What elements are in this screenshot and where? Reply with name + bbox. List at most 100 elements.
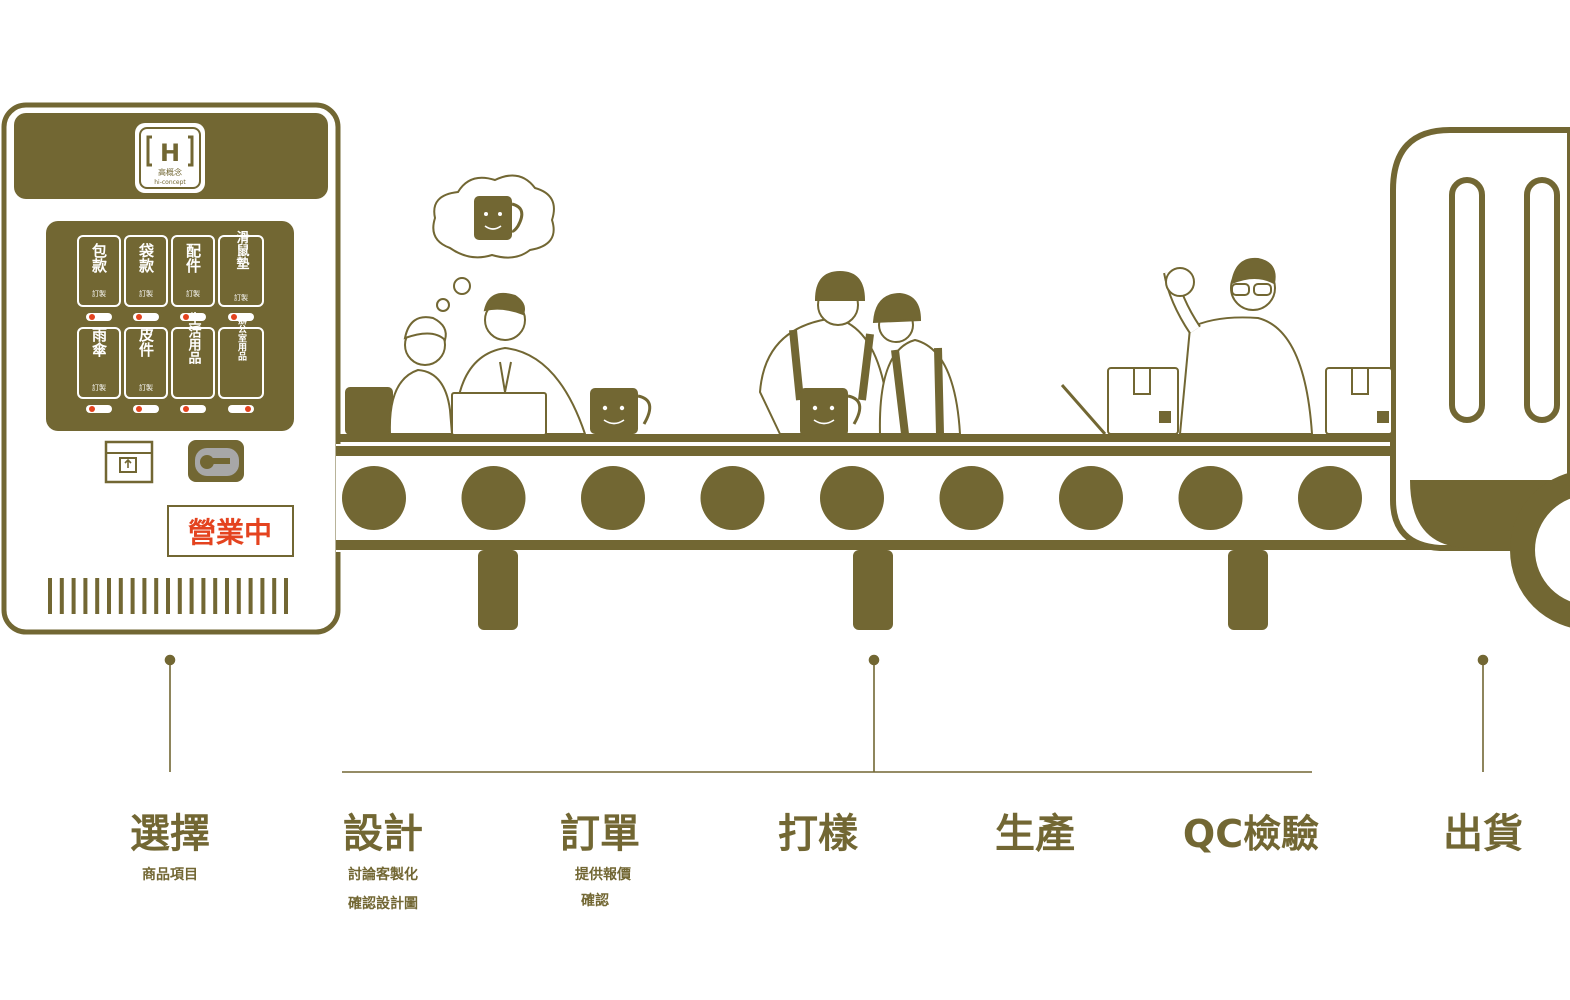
- conveyor-leg: [853, 550, 893, 630]
- button-label: 滑鼠墊: [234, 230, 250, 271]
- conveyor-roller: [581, 466, 645, 530]
- step-sampling: 打樣: [778, 811, 859, 857]
- logo-name: 高概念: [158, 167, 182, 177]
- product-button-totes[interactable]: 袋款 訂製: [124, 235, 168, 321]
- button-label: 袋款: [137, 242, 155, 274]
- product-button-row-top: 包款 訂製 袋款 訂製 配件 訂製 滑鼠墊: [77, 230, 264, 321]
- step-sub: 提供報價: [575, 866, 632, 883]
- conveyor-rollers: [342, 466, 1362, 530]
- product-button-mousepad[interactable]: 滑鼠墊 訂製: [218, 230, 264, 321]
- step-sub: 討論客製化: [348, 866, 418, 883]
- mug-icon: [590, 388, 652, 434]
- status-sign: 營業中: [167, 505, 294, 557]
- step-shipping: 出貨: [1443, 811, 1523, 857]
- product-button-office[interactable]: 辦公室用品: [218, 314, 264, 413]
- workers-illustration: [758, 270, 962, 436]
- vent-slat: [130, 578, 135, 614]
- vent-slat: [272, 578, 277, 614]
- vent-slat: [166, 578, 170, 614]
- step-title: QC檢驗: [1183, 812, 1319, 856]
- product-button-row-bottom: 雨傘 訂製 皮件 訂製 生活用品 辦公室用品: [77, 311, 264, 413]
- mug-icon: [800, 388, 862, 436]
- vent-slat: [284, 578, 288, 614]
- product-button-umbrella[interactable]: 雨傘 訂製: [77, 327, 121, 413]
- step-order: 訂單 提供報價 確認: [560, 811, 640, 909]
- conveyor-roller: [820, 466, 884, 530]
- mug-icon: [474, 196, 524, 240]
- button-sub: 訂製: [234, 293, 248, 302]
- product-button-accessories[interactable]: 配件 訂製: [171, 235, 215, 321]
- step-design: 設計 討論客製化 確認設計圖: [343, 811, 423, 912]
- vent-slat: [71, 578, 76, 614]
- step-title: 打樣: [778, 811, 859, 857]
- button-label: 包款: [90, 242, 108, 274]
- vent-slat: [48, 578, 52, 614]
- step-title: 設計: [343, 811, 423, 857]
- button-sub: 訂製: [186, 289, 200, 298]
- step-title: 出貨: [1443, 811, 1523, 857]
- vent-slat: [59, 578, 64, 614]
- step-sub: 確認設計圖: [348, 895, 418, 912]
- callout-lines: [164, 654, 1489, 773]
- button-sub: 訂製: [92, 289, 106, 298]
- vent-slat: [107, 578, 111, 614]
- step-title: 生產: [995, 811, 1075, 857]
- button-sub: 訂製: [139, 383, 153, 392]
- truck-icon: [1390, 127, 1570, 628]
- mug-icon: [345, 387, 393, 435]
- product-button-bags[interactable]: 包款 訂製: [77, 235, 121, 321]
- button-sub: 訂製: [139, 289, 153, 298]
- button-label: 生活用品: [186, 311, 203, 365]
- vent-slat: [189, 578, 194, 614]
- step-sub: 確認: [581, 892, 609, 909]
- thought-cloud-icon: [432, 174, 555, 312]
- status-sign-text: 營業中: [188, 516, 272, 549]
- logo-letter: H: [160, 139, 180, 167]
- vent-slat: [260, 578, 265, 614]
- process-steps: 選擇 商品項目 設計 討論客製化 確認設計圖 訂單 提供報價 確認 打樣 生產 …: [130, 811, 1523, 912]
- coin-slot-icon[interactable]: [188, 440, 244, 482]
- vent-slat: [95, 578, 100, 614]
- designers-illustration: [345, 292, 652, 436]
- button-label: 配件: [184, 243, 202, 274]
- vent-slat: [142, 578, 147, 614]
- conveyor-roller: [1298, 466, 1362, 530]
- vent-grille: [48, 578, 288, 614]
- box-icon: [1325, 367, 1393, 435]
- conveyor-leg: [1228, 550, 1268, 630]
- conveyor-roller: [461, 466, 526, 530]
- conveyor-roller: [342, 466, 406, 530]
- step-title: 訂單: [560, 811, 640, 857]
- button-label: 皮件: [137, 326, 155, 358]
- step-title: 選擇: [130, 811, 210, 857]
- vent-slat: [201, 578, 206, 614]
- box-slot-icon[interactable]: [104, 440, 154, 484]
- step-qc: QC檢驗: [1183, 812, 1319, 856]
- vent-slat: [236, 578, 241, 614]
- vent-slat: [118, 578, 123, 614]
- vent-slat: [177, 578, 182, 614]
- conveyor-leg: [478, 550, 518, 630]
- conveyor-roller: [700, 466, 765, 530]
- box-icon: [1107, 367, 1179, 435]
- step-production: 生產: [995, 811, 1075, 857]
- button-label: 辦公室用品: [236, 314, 248, 361]
- vending-machine: H 高概念 hi-concept 包款 訂製 袋款 訂製: [1, 102, 341, 635]
- button-sub: 訂製: [92, 383, 106, 392]
- qc-illustration: [1060, 257, 1393, 435]
- product-button-living[interactable]: 生活用品: [171, 311, 215, 413]
- vent-slat: [248, 578, 253, 614]
- button-label: 雨傘: [90, 327, 108, 358]
- step-select: 選擇 商品項目: [130, 811, 210, 883]
- vent-slat: [225, 578, 229, 614]
- vent-slat: [213, 578, 218, 614]
- logo-sub: hi-concept: [154, 179, 186, 186]
- conveyor-belt: [336, 434, 1446, 630]
- step-sub: 商品項目: [142, 866, 198, 883]
- vent-slat: [83, 578, 88, 614]
- logo-h-icon: H 高概念 hi-concept: [135, 123, 205, 193]
- conveyor-roller: [939, 466, 1004, 530]
- conveyor-roller: [1178, 466, 1243, 530]
- product-button-leather[interactable]: 皮件 訂製: [124, 326, 168, 413]
